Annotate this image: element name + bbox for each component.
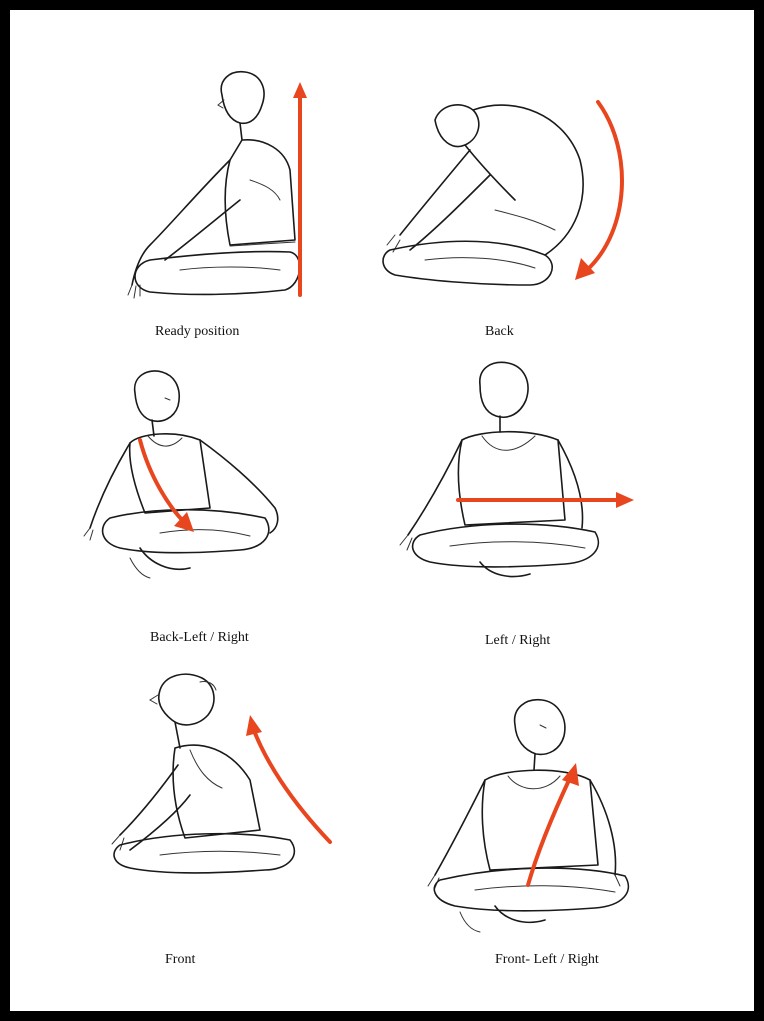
curved-up-diagonal-arrow-icon <box>400 690 700 940</box>
figure-back-left-right: Back-Left / Right <box>70 368 370 668</box>
up-arrow-icon <box>90 60 390 320</box>
curved-down-arrow-icon <box>365 90 665 320</box>
diagonal-curved-arrow-icon <box>70 368 370 598</box>
caption-front-left-right: Front- Left / Right <box>495 952 599 968</box>
curved-up-arrow-icon <box>90 670 390 900</box>
illustration-sheet: Ready position Back <box>10 10 754 1011</box>
figure-left-right: Left / Right <box>370 360 670 660</box>
caption-back-left-right: Back-Left / Right <box>150 630 249 646</box>
caption-front: Front <box>165 952 195 968</box>
figure-back: Back <box>365 90 665 390</box>
figure-ready-position: Ready position <box>90 60 390 360</box>
right-arrow-icon <box>370 360 670 600</box>
figure-front-left-right: Front- Left / Right <box>400 690 700 990</box>
caption-back: Back <box>485 324 514 340</box>
figure-front: Front <box>90 670 390 970</box>
caption-ready-position: Ready position <box>155 324 239 340</box>
caption-left-right: Left / Right <box>485 633 550 649</box>
